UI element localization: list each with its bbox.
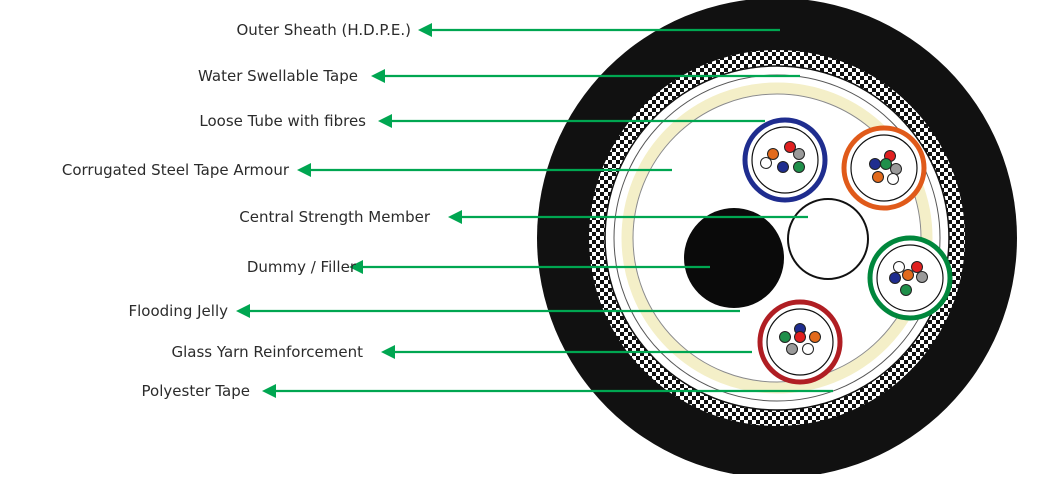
arrowhead-icon	[418, 23, 432, 37]
fibre	[777, 161, 789, 173]
arrowhead-icon	[262, 384, 276, 398]
central-strength-member	[787, 198, 869, 280]
leader-arrows	[236, 23, 833, 398]
fibre	[916, 271, 928, 283]
label-loose-tube: Loose Tube with fibres	[199, 112, 366, 130]
tube-inner-line	[850, 134, 918, 202]
tube-inner-line	[766, 308, 834, 376]
arrowhead-icon	[381, 345, 395, 359]
fibre	[869, 158, 881, 170]
label-water-swellable-tape: Water Swellable Tape	[198, 67, 358, 85]
tube-wall	[742, 117, 828, 203]
tube-inner-line	[876, 244, 944, 312]
fibre	[880, 158, 892, 170]
fibre	[889, 272, 901, 284]
tube-inner-line	[751, 126, 819, 194]
fibre	[900, 284, 912, 296]
arrowhead-icon	[371, 69, 385, 83]
arrowhead-icon	[378, 114, 392, 128]
fibre	[893, 261, 905, 273]
dummy-filler	[684, 208, 784, 308]
fibre	[902, 269, 914, 281]
label-polyester-tape: Polyester Tape	[141, 382, 250, 400]
arrowhead-icon	[236, 304, 250, 318]
label-outer-sheath: Outer Sheath (H.D.P.E.)	[236, 21, 412, 39]
fibre	[779, 331, 791, 343]
fibre	[760, 157, 772, 169]
fibre	[794, 331, 806, 343]
arrowhead-icon	[448, 210, 462, 224]
fibre	[872, 171, 884, 183]
fibre	[887, 173, 899, 185]
fibre	[793, 148, 805, 160]
fibre	[809, 331, 821, 343]
label-steel-tape-armour: Corrugated Steel Tape Armour	[61, 161, 289, 179]
loose-tube-red	[757, 299, 843, 385]
label-flooding-jelly: Flooding Jelly	[128, 302, 229, 320]
fibre	[890, 163, 902, 175]
fibre	[802, 343, 814, 355]
arrowhead-icon	[297, 163, 311, 177]
loose-tube-green	[867, 235, 953, 321]
arrowhead-icon	[349, 260, 363, 274]
label-central-strength-member: Central Strength Member	[239, 208, 430, 226]
glass-yarn-reinforcement	[621, 82, 933, 394]
label-glass-yarn: Glass Yarn Reinforcement	[171, 343, 364, 361]
loose-tube-blue	[742, 117, 828, 203]
loose-tube-orange	[841, 125, 927, 211]
label-dummy-filler: Dummy / Filler	[246, 258, 356, 276]
fibre	[784, 141, 796, 153]
fibre	[786, 343, 798, 355]
fibre	[793, 161, 805, 173]
fibre	[911, 261, 923, 273]
fibre	[767, 148, 779, 160]
